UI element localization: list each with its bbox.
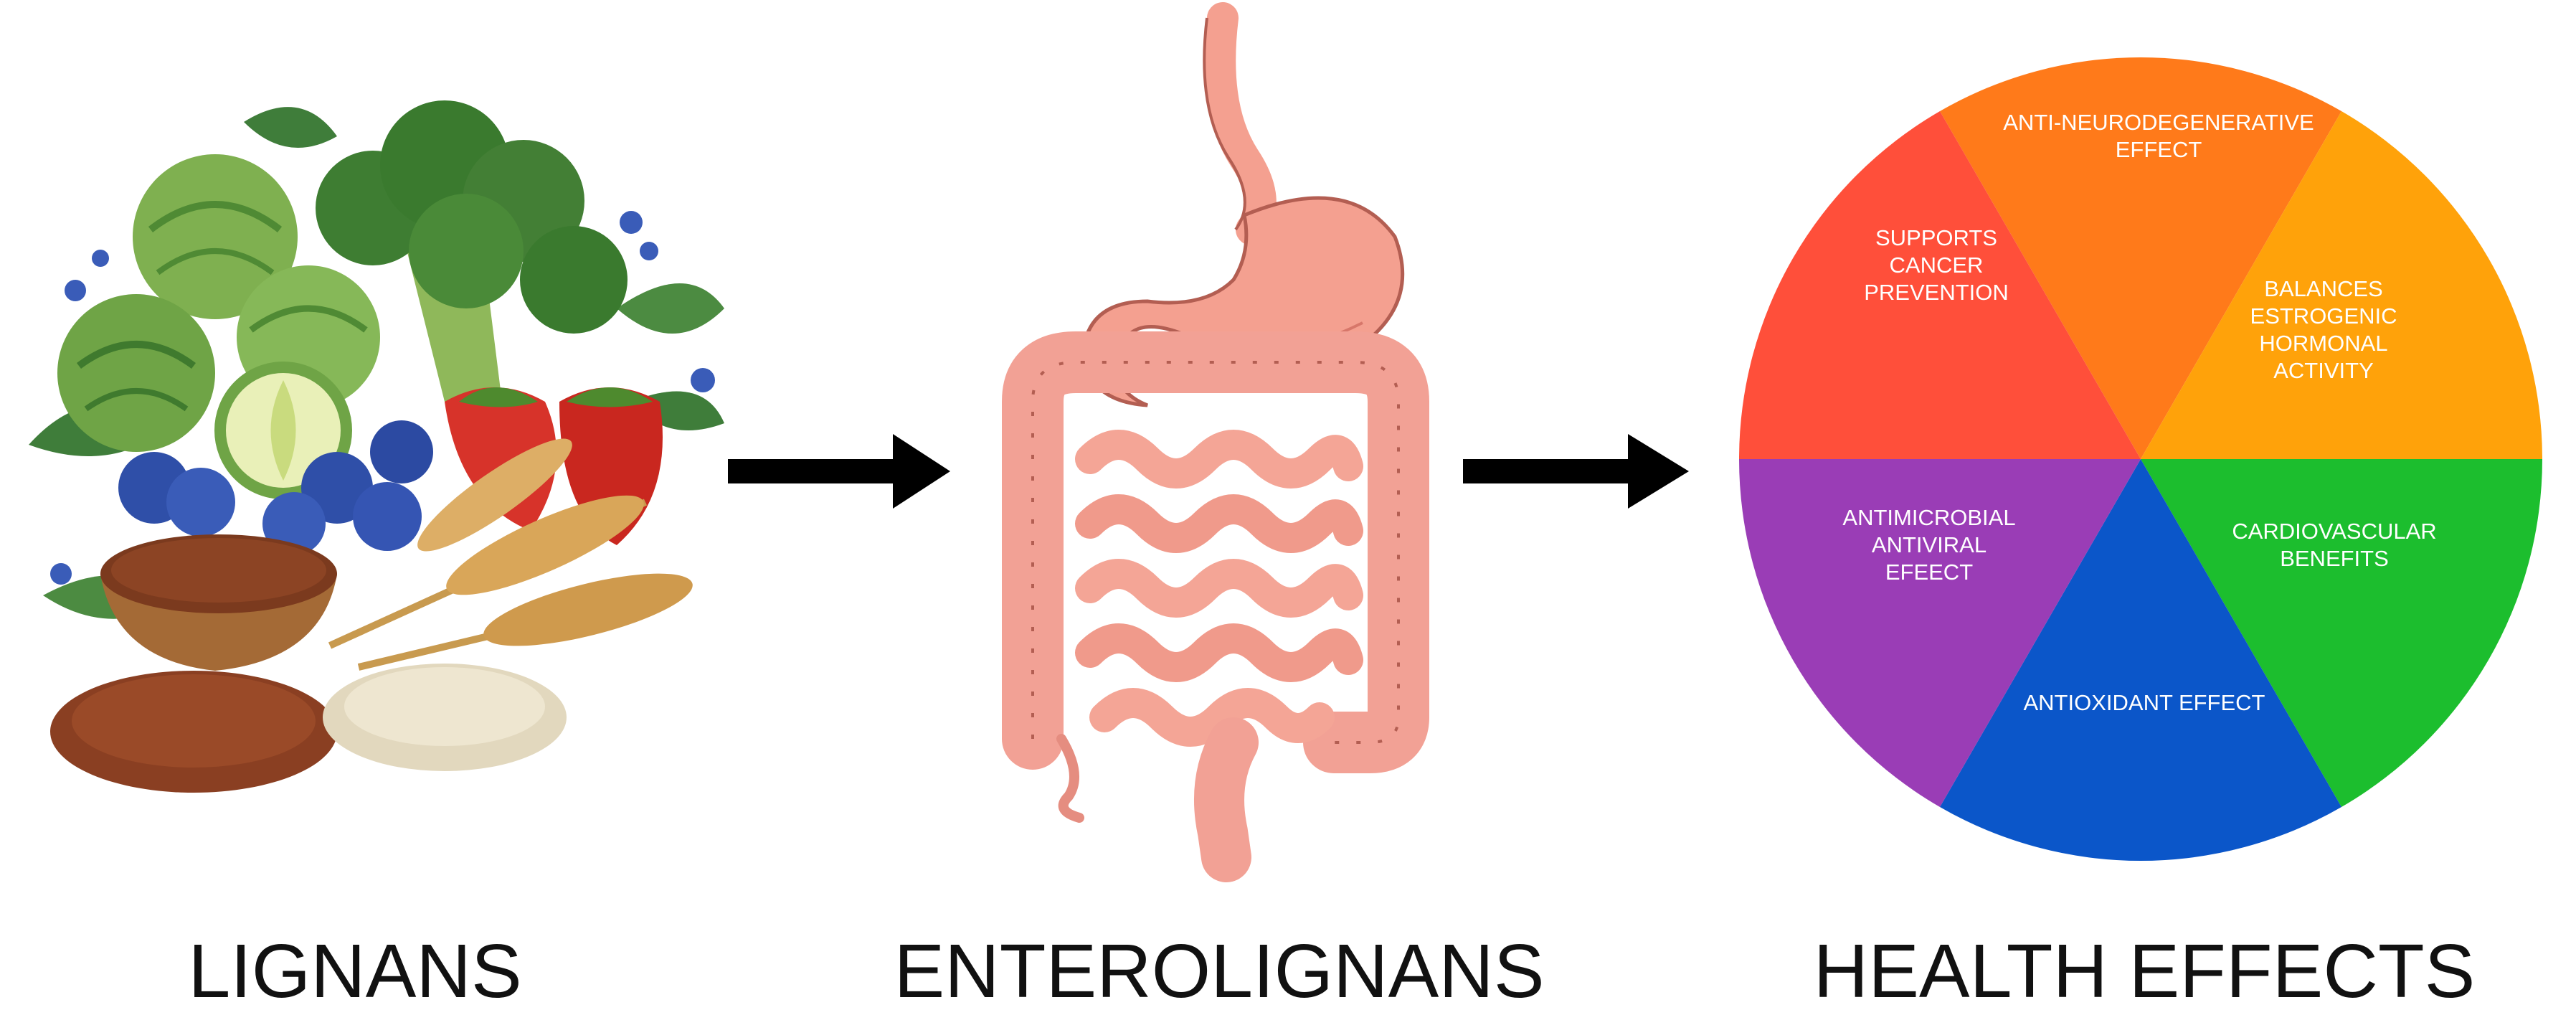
lignan-food-illustration (29, 100, 724, 793)
broccoli (316, 100, 628, 402)
stage-label-enterolignans: ENTEROLIGNANS (894, 929, 1544, 1010)
blueberries (50, 211, 715, 585)
seed-piles (50, 664, 567, 793)
small-intestine (1075, 430, 1363, 747)
brussels-sprouts (57, 154, 380, 499)
wheel-segment-cardiovascular (2141, 459, 2542, 807)
wheel-segments (1739, 57, 2542, 861)
flax-seed-bowl (100, 534, 337, 671)
large-intestine (1002, 331, 1429, 773)
stage-label-health-effects: HEALTH EFFECTS (1814, 929, 2476, 1010)
arrow-lignans-to-enterolignans (728, 434, 950, 509)
rectum (1194, 717, 1259, 882)
wheel-segment-anti-neurodegenerative (1940, 57, 2341, 460)
digestive-tract-illustration (1002, 2, 1429, 882)
arrow-enterolignans-to-health-effects (1463, 434, 1689, 509)
wheel-label-antioxidant-effect: ANTIOXIDANT EFFECT (2023, 690, 2265, 715)
wheel-segment-supports (1739, 111, 2141, 460)
wheel-segment-antioxidant-effect (1940, 459, 2341, 861)
appendix (1056, 734, 1084, 823)
wheel-segment-antimicrobial (1739, 459, 2141, 807)
wheel-segment-balances (2141, 111, 2542, 460)
stage-label-lignans: LIGNANS (188, 929, 521, 1010)
wheat-stalks (328, 438, 693, 671)
esophagus (1204, 2, 1277, 245)
